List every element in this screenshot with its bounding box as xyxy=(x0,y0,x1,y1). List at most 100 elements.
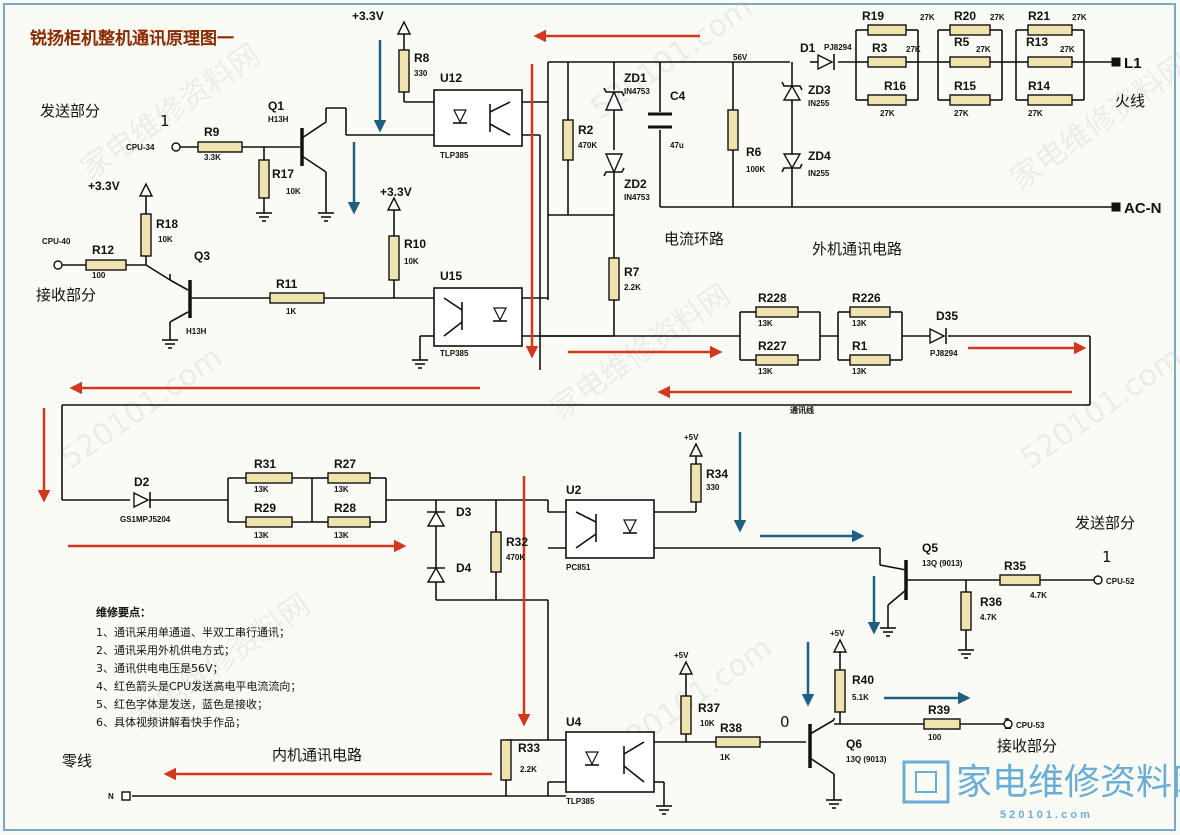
component-value-r3: 27K xyxy=(906,45,921,54)
resistor-R38 xyxy=(715,736,761,748)
resistor-R11 xyxy=(269,292,325,304)
diagram-title: 锐扬柜机整机通讯原理图一 xyxy=(30,28,234,49)
send-current-arrows xyxy=(37,29,1087,781)
resistor-R5 xyxy=(949,56,991,68)
resistor-R13 xyxy=(1027,56,1073,68)
resistor-R32 xyxy=(490,531,502,573)
optocoupler-U4 xyxy=(565,731,655,793)
component-value-r33: 2.2K xyxy=(520,765,537,774)
component-value-r39: 100 xyxy=(928,733,942,742)
component-value-r8: 330 xyxy=(414,69,428,78)
terminal-n: N xyxy=(108,792,114,801)
resistor-R34 xyxy=(690,463,702,503)
component-ref-r10: R10 xyxy=(404,237,426,251)
resistor-R2 xyxy=(562,119,574,161)
zener-ZD2 xyxy=(604,153,624,174)
resistor-R12 xyxy=(85,259,127,271)
component-ref-r18: R18 xyxy=(156,217,178,231)
component-value-q5: 13Q (9013) xyxy=(922,559,963,568)
component-ref-c4: C4 xyxy=(670,89,686,103)
component-ref-r37: R37 xyxy=(698,701,720,715)
component-ref-r16: R16 xyxy=(884,79,906,93)
indoor-circuit-label: 内机通讯电路 xyxy=(272,746,362,764)
marker-one: 1 xyxy=(160,112,170,130)
component-ref-q5: Q5 xyxy=(922,541,938,555)
component-ref-r8: R8 xyxy=(414,51,430,65)
component-ref-r6: R6 xyxy=(746,145,762,159)
component-value-r37: 10K xyxy=(700,719,715,728)
component-value-r14: 27K xyxy=(1028,109,1043,118)
component-ref-q3: Q3 xyxy=(194,249,210,263)
component-ref-r27: R27 xyxy=(334,457,356,471)
component-ref-q6: Q6 xyxy=(846,737,862,751)
rail-3v3-label: +3.3V xyxy=(352,9,384,23)
component-ref-d4: D4 xyxy=(456,561,472,575)
wires-u2 xyxy=(654,442,1103,659)
component-value-r227: 13K xyxy=(758,367,773,376)
component-ref-r17: R17 xyxy=(272,167,294,181)
resistor-R27 xyxy=(327,472,371,484)
component-value-r17: 10K xyxy=(286,187,301,196)
brand-logo: 家电维修资料网 5 2 0 1 0 1 . c o m xyxy=(902,760,1180,821)
component-value-r2: 470K xyxy=(578,141,597,150)
diode-D35 xyxy=(929,327,946,345)
component-value-r7: 2.2K xyxy=(624,283,641,292)
optocoupler-layer xyxy=(433,89,655,793)
optocoupler-U15 xyxy=(433,287,523,347)
component-ref-zd2: ZD2 xyxy=(624,177,647,191)
cpu-pin-52: CPU-52 xyxy=(1106,577,1135,586)
resistor-layer xyxy=(85,24,1073,781)
component-value-r28: 13K xyxy=(334,531,349,540)
component-ref-r33: R33 xyxy=(518,741,540,755)
component-ref-r228: R228 xyxy=(758,291,787,305)
zener-ZD3 xyxy=(782,84,802,101)
watermark-url: 520101.com xyxy=(55,340,229,477)
resistor-R29 xyxy=(245,516,293,528)
cpu-pin-34: CPU-34 xyxy=(126,143,155,152)
resistor-R7 xyxy=(608,257,620,301)
note-item: 1、通讯采用单通道、半双工串行通讯； xyxy=(96,625,290,639)
resistor-R21 xyxy=(1027,24,1073,36)
component-ref-r39: R39 xyxy=(928,703,950,717)
component-value-r29: 13K xyxy=(254,531,269,540)
rail-5v-label: +5V xyxy=(684,433,699,442)
component-ref-r12: R12 xyxy=(92,243,114,257)
neutral-wire-label: 零线 xyxy=(62,752,92,770)
component-value-q3: H13H xyxy=(186,327,207,336)
watermark-site: 家电维修资料网 xyxy=(75,37,267,186)
component-value-r16: 27K xyxy=(880,109,895,118)
component-value-r35: 4.7K xyxy=(1030,591,1047,600)
component-ref-r29: R29 xyxy=(254,501,276,515)
resistor-R3 xyxy=(867,56,907,68)
watermark-url: 520101.com xyxy=(1015,340,1180,477)
component-value-r20: 27K xyxy=(990,13,1005,22)
component-ref-r38: R38 xyxy=(720,721,742,735)
component-value-r5: 27K xyxy=(976,45,991,54)
component-value-r9: 3.3K xyxy=(204,153,221,162)
rail-56v-label: 56V xyxy=(733,53,748,62)
component-ref-r20: R20 xyxy=(954,9,976,23)
resistor-R226 xyxy=(849,306,891,318)
component-ref-r3: R3 xyxy=(872,41,888,55)
resistor-R19 xyxy=(867,24,907,36)
diode-D3 xyxy=(426,510,446,527)
rail-5v-label: +5V xyxy=(674,651,689,660)
diode-layer xyxy=(133,53,947,583)
watermark-site: 家电维修资料网 xyxy=(1005,47,1180,196)
component-ref-r7: R7 xyxy=(624,265,640,279)
component-value-r15: 27K xyxy=(954,109,969,118)
component-value-zd4: IN255 xyxy=(808,169,830,178)
brand-name: 家电维修资料网 xyxy=(956,762,1180,803)
notes-heading: 维修要点： xyxy=(96,605,151,619)
component-value-r32: 470K xyxy=(506,553,525,562)
resistor-R18 xyxy=(140,213,152,257)
resistor-R28 xyxy=(327,516,371,528)
component-value-r226: 13K xyxy=(852,319,867,328)
rail-3v3-label: +3.3V xyxy=(88,179,120,193)
send-section-left: 发送部分 xyxy=(40,102,100,120)
resistor-R17 xyxy=(258,159,270,199)
component-value-r12: 100 xyxy=(92,271,106,280)
send-section-right: 发送部分 xyxy=(1075,514,1135,532)
component-value-r13: 27K xyxy=(1060,45,1075,54)
